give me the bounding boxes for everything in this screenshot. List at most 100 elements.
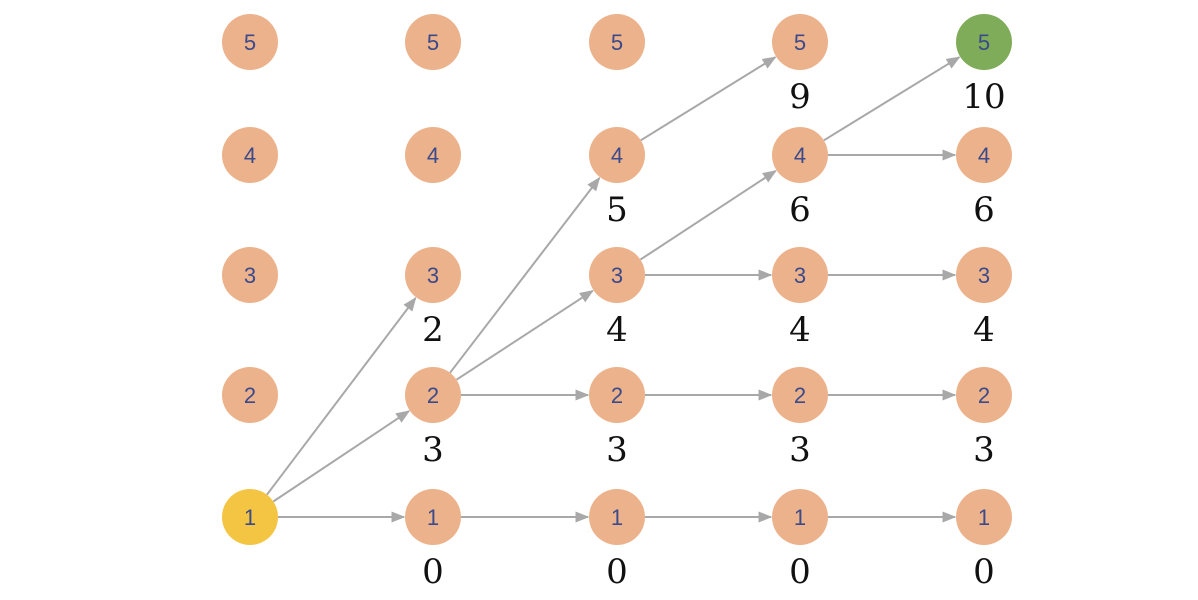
node-label: 2 bbox=[794, 383, 806, 408]
node-label: 3 bbox=[978, 263, 990, 288]
score-c4-r1: 0 bbox=[973, 552, 995, 592]
node-c3-r4: 4 bbox=[772, 127, 828, 183]
node-circle bbox=[956, 14, 1012, 70]
node-label: 5 bbox=[978, 30, 990, 55]
node-c2-r5: 5 bbox=[589, 14, 645, 70]
edge-c1-r2-to-c2-r4 bbox=[449, 176, 601, 374]
score-c4-r3: 4 bbox=[973, 310, 995, 350]
node-label: 3 bbox=[611, 263, 623, 288]
node-label: 4 bbox=[611, 143, 623, 168]
node-label: 2 bbox=[611, 383, 623, 408]
node-c3-r2: 2 bbox=[772, 367, 828, 423]
score-c3-r5: 9 bbox=[789, 77, 811, 117]
node-label: 2 bbox=[427, 383, 439, 408]
node-c1-r1: 1 bbox=[405, 489, 461, 545]
node-c4-r2: 2 bbox=[956, 367, 1012, 423]
node-c0-r1: 1 bbox=[222, 489, 278, 545]
score-c2-r1: 0 bbox=[606, 552, 628, 592]
node-label: 1 bbox=[244, 505, 256, 530]
edge-c0-r1-to-c1-r3 bbox=[266, 296, 417, 496]
node-label: 4 bbox=[794, 143, 806, 168]
score-c1-r3: 2 bbox=[422, 310, 444, 350]
node-circle bbox=[222, 489, 278, 545]
node-c4-r5: 5 bbox=[956, 14, 1012, 70]
score-c3-r4: 6 bbox=[789, 190, 811, 230]
node-circle bbox=[772, 367, 828, 423]
scores-layer: 0 3 2 0 3 4 5 0 3 4 6 9 0 3 4 6 10 bbox=[422, 77, 1005, 592]
score-c3-r2: 3 bbox=[789, 430, 811, 470]
node-c4-r3: 3 bbox=[956, 247, 1012, 303]
node-c1-r2: 2 bbox=[405, 367, 461, 423]
node-c0-r5: 5 bbox=[222, 14, 278, 70]
node-c4-r1: 1 bbox=[956, 489, 1012, 545]
nodes-layer: 1 2 3 4 5 1 2 3 4 5 1 2 3 4 5 1 2 3 4 5 1 2 3 4 5 bbox=[222, 14, 1012, 545]
node-circle bbox=[405, 367, 461, 423]
node-circle bbox=[956, 489, 1012, 545]
node-circle bbox=[222, 247, 278, 303]
node-circle bbox=[405, 489, 461, 545]
score-c4-r2: 3 bbox=[973, 430, 995, 470]
node-label: 1 bbox=[794, 505, 806, 530]
node-c3-r1: 1 bbox=[772, 489, 828, 545]
edges-layer bbox=[266, 56, 961, 523]
node-circle bbox=[772, 14, 828, 70]
node-circle bbox=[405, 127, 461, 183]
score-c2-r4: 5 bbox=[606, 190, 628, 230]
score-c2-r2: 3 bbox=[606, 430, 628, 470]
node-c3-r5: 5 bbox=[772, 14, 828, 70]
node-label: 4 bbox=[427, 143, 439, 168]
node-label: 2 bbox=[244, 383, 256, 408]
node-circle bbox=[589, 127, 645, 183]
node-circle bbox=[589, 489, 645, 545]
node-circle bbox=[222, 14, 278, 70]
node-label: 5 bbox=[611, 30, 623, 55]
node-label: 5 bbox=[244, 30, 256, 55]
node-c3-r3: 3 bbox=[772, 247, 828, 303]
node-label: 5 bbox=[427, 30, 439, 55]
node-label: 4 bbox=[978, 143, 990, 168]
node-circle bbox=[956, 247, 1012, 303]
node-label: 4 bbox=[244, 143, 256, 168]
node-label: 3 bbox=[427, 263, 439, 288]
node-c4-r4: 4 bbox=[956, 127, 1012, 183]
node-label: 1 bbox=[427, 505, 439, 530]
node-circle bbox=[589, 367, 645, 423]
node-circle bbox=[772, 127, 828, 183]
node-c0-r4: 4 bbox=[222, 127, 278, 183]
score-c2-r3: 4 bbox=[606, 310, 628, 350]
edge-c2-r4-to-c3-r5 bbox=[640, 56, 777, 142]
node-circle bbox=[222, 127, 278, 183]
node-circle bbox=[956, 367, 1012, 423]
node-c1-r4: 4 bbox=[405, 127, 461, 183]
node-label: 5 bbox=[794, 30, 806, 55]
node-circle bbox=[589, 247, 645, 303]
node-c0-r3: 3 bbox=[222, 247, 278, 303]
score-c3-r1: 0 bbox=[789, 552, 811, 592]
score-c4-r5: 10 bbox=[962, 77, 1005, 117]
edge-c2-r3-to-c3-r4 bbox=[639, 170, 777, 261]
node-c2-r1: 1 bbox=[589, 489, 645, 545]
edge-c3-r4-to-c4-r5 bbox=[823, 56, 961, 142]
score-c3-r3: 4 bbox=[789, 310, 811, 350]
node-c1-r5: 5 bbox=[405, 14, 461, 70]
node-c2-r3: 3 bbox=[589, 247, 645, 303]
node-circle bbox=[772, 247, 828, 303]
node-label: 1 bbox=[978, 505, 990, 530]
score-c4-r4: 6 bbox=[973, 190, 995, 230]
node-c1-r3: 3 bbox=[405, 247, 461, 303]
node-c2-r2: 2 bbox=[589, 367, 645, 423]
node-label: 1 bbox=[611, 505, 623, 530]
score-c1-r2: 3 bbox=[422, 430, 444, 470]
score-c1-r1: 0 bbox=[422, 552, 444, 592]
node-circle bbox=[772, 489, 828, 545]
node-label: 3 bbox=[794, 263, 806, 288]
node-label: 2 bbox=[978, 383, 990, 408]
node-circle bbox=[589, 14, 645, 70]
node-label: 3 bbox=[244, 263, 256, 288]
node-circle bbox=[956, 127, 1012, 183]
node-circle bbox=[405, 247, 461, 303]
node-c0-r2: 2 bbox=[222, 367, 278, 423]
node-circle bbox=[222, 367, 278, 423]
edge-c1-r2-to-c2-r3 bbox=[455, 289, 594, 381]
